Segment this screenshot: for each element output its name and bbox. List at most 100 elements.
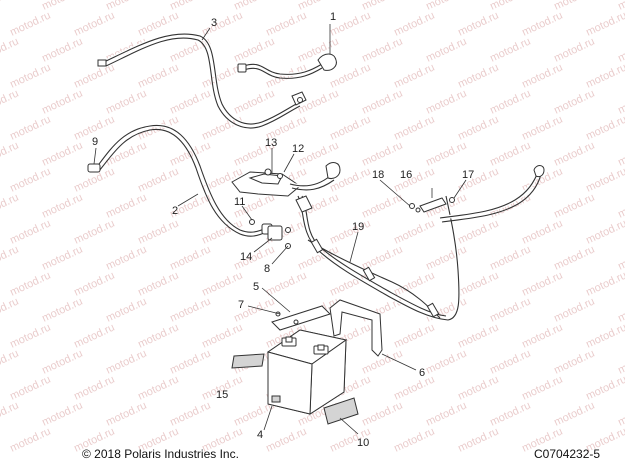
callout-15: 15 — [216, 389, 228, 401]
watermark-text: motod.ru — [424, 35, 468, 64]
watermark-text: motod.ru — [392, 9, 436, 38]
watermark-text: motod.ru — [168, 347, 212, 376]
watermark-text: motod.ru — [392, 321, 436, 350]
watermark-text: motod.ru — [168, 243, 212, 272]
callout-14: 14 — [240, 251, 252, 263]
watermark-text: motod.ru — [136, 61, 180, 90]
watermark-text: motod.ru — [488, 35, 532, 64]
watermark-text: motod.ru — [40, 243, 84, 272]
callout-1: 1 — [330, 11, 336, 23]
watermark-text: motod.ru — [0, 191, 21, 220]
watermark-text: motod.ru — [0, 295, 21, 324]
watermark-text: motod.ru — [584, 373, 625, 402]
watermark-text: motod.ru — [104, 87, 148, 116]
callout-11: 11 — [234, 196, 245, 208]
watermark-text: motod.ru — [616, 35, 625, 64]
callout-12: 12 — [292, 143, 304, 155]
watermark-text: motod.ru — [104, 139, 148, 168]
watermark-text: motod.ru — [392, 373, 436, 402]
cable-part-1 — [237, 24, 337, 79]
watermark-text: motod.ru — [8, 165, 52, 194]
watermark-text: motod.ru — [584, 321, 625, 350]
watermark-text: motod.ru — [392, 113, 436, 142]
bracket-part-16 — [409, 188, 455, 213]
watermark-text: motod.ru — [488, 295, 532, 324]
drawing-code: C0704232-5 — [534, 447, 600, 461]
watermark-text: motod.ru — [104, 243, 148, 272]
watermark-text: motod.ru — [136, 165, 180, 194]
callout-labels: 1 2 3 4 5 6 7 8 9 10 11 12 13 14 15 16 1… — [92, 11, 474, 449]
watermark-text: motod.ru — [424, 399, 468, 428]
watermark-text: motod.ru — [552, 35, 596, 64]
watermark-text: motod.ru — [40, 35, 84, 64]
watermark-text: motod.ru — [136, 269, 180, 298]
watermark-text: motod.ru — [616, 191, 625, 220]
watermark-text: motod.ru — [104, 399, 148, 428]
watermark-text: motod.ru — [40, 87, 84, 116]
callout-4: 4 — [257, 429, 263, 441]
watermark-text: motod.ru — [0, 0, 21, 13]
main-harness-part-19 — [295, 165, 545, 322]
watermark-text: motod.ru — [456, 61, 500, 90]
watermark-text: motod.ru — [360, 35, 404, 64]
watermark-text: motod.ru — [72, 217, 116, 246]
battery-part-4 — [266, 329, 348, 415]
watermark-text: motod.ru — [488, 87, 532, 116]
callout-17: 17 — [462, 169, 474, 181]
watermark-text: motod.ru — [104, 295, 148, 324]
watermark-text: motod.ru — [552, 87, 596, 116]
watermark-text: motod.ru — [616, 139, 625, 168]
watermark-text: motod.ru — [616, 243, 625, 272]
watermark-text: motod.ru — [424, 347, 468, 376]
copyright-text: © 2018 Polaris Industries Inc. — [82, 447, 239, 461]
watermark-text: motod.ru — [200, 113, 244, 142]
watermark-text: motod.ru — [520, 321, 564, 350]
watermark-text: motod.ru — [584, 113, 625, 142]
watermark-text: motod.ru — [520, 61, 564, 90]
watermark-text: motod.ru — [552, 399, 596, 428]
watermark-text: motod.ru — [40, 399, 84, 428]
pad-part-10 — [323, 397, 359, 425]
watermark-text: motod.ru — [552, 347, 596, 376]
watermark-text: motod.ru — [264, 9, 308, 38]
watermark-text: motod.ru — [360, 87, 404, 116]
watermark-text: motod.ru — [520, 9, 564, 38]
watermark-text: motod.ru — [488, 191, 532, 220]
battery-bracket-part-6 — [329, 299, 383, 357]
watermark-text: motod.ru — [328, 217, 372, 246]
watermark-text: motod.ru — [616, 295, 625, 324]
watermark-text: motod.ru — [424, 139, 468, 168]
watermark-text: motod.ru — [520, 217, 564, 246]
watermark-text: motod.ru — [0, 87, 21, 116]
watermark-text: motod.ru — [0, 35, 21, 64]
watermark-text: motod.ru — [456, 113, 500, 142]
watermark-text: motod.ru — [488, 347, 532, 376]
cable-part-2 — [87, 123, 273, 237]
watermark-text: motod.ru — [392, 61, 436, 90]
watermark-text: motod.ru — [552, 139, 596, 168]
watermark-text: motod.ru — [520, 113, 564, 142]
watermark-text: motod.ru — [392, 269, 436, 298]
watermark-text: motod.ru — [584, 61, 625, 90]
watermark-text: motod.ru — [40, 295, 84, 324]
watermark-text: motod.ru — [72, 373, 116, 402]
watermark-text: motod.ru — [552, 295, 596, 324]
watermark-text: motod.ru — [552, 191, 596, 220]
callout-3: 3 — [211, 17, 217, 29]
watermark-text: motod.ru — [232, 35, 276, 64]
watermark-text: motod.ru — [488, 139, 532, 168]
watermark-text: motod.ru — [0, 139, 21, 168]
cable-part-3 — [97, 32, 307, 129]
watermark-text: motod.ru — [0, 347, 21, 376]
watermark-text: motod.ru — [232, 87, 276, 116]
leader-lines — [93, 27, 467, 435]
watermark-text: motod.ru — [136, 373, 180, 402]
watermark-text: motod.ru — [360, 399, 404, 428]
watermark-text: motod.ru — [200, 321, 244, 350]
callout-6: 6 — [419, 367, 425, 379]
watermark-text: motod.ru — [488, 243, 532, 272]
watermark-text: motod.ru — [456, 217, 500, 246]
watermark-text: motod.ru — [488, 399, 532, 428]
watermark-text: motod.ru — [8, 425, 52, 454]
